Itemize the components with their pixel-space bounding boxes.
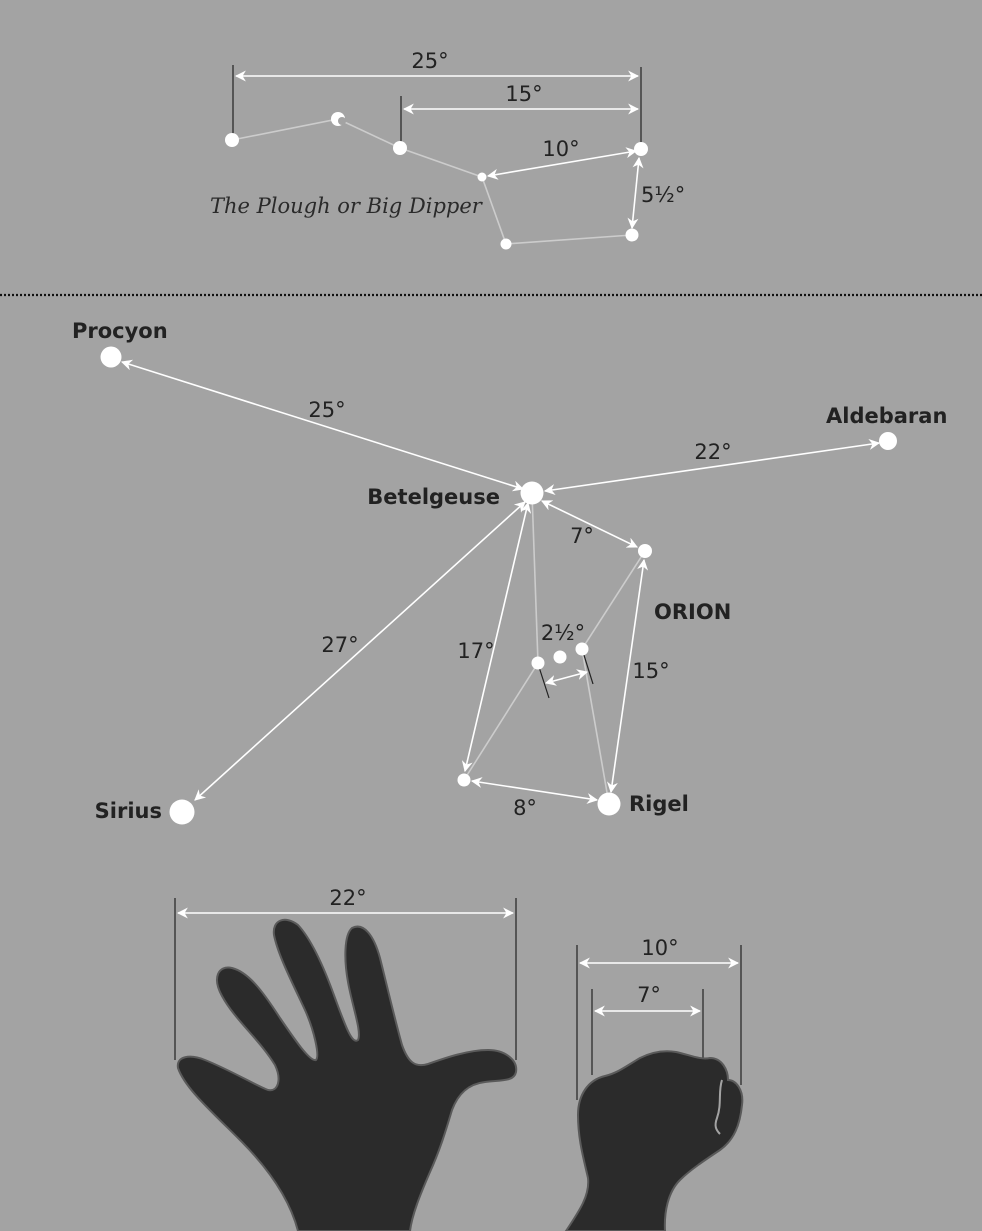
arrow-aldebaran-betelgeuse — [543, 438, 881, 496]
star-belt-middle — [553, 650, 567, 664]
fist-finger-crease — [714, 1079, 723, 1135]
label-sirius-betelgeuse: 27° — [321, 633, 358, 657]
plough-title: The Plough or Big Dipper — [210, 194, 484, 218]
arrow-bellatrix-rigel — [606, 558, 649, 794]
star-name-aldebaran: Aldebaran — [826, 404, 947, 428]
star-name-procyon: Procyon — [72, 319, 168, 343]
plough-star — [625, 228, 639, 242]
label-betelgeuse-saiph: 17° — [457, 639, 494, 663]
plough-star — [477, 172, 487, 182]
constellation-name-orion: ORION — [654, 600, 731, 624]
plough-star — [500, 238, 512, 250]
plough-star — [393, 141, 407, 155]
plough-line — [231, 118, 633, 245]
fist-label-10: 10° — [641, 936, 678, 960]
arrow-procyon-betelgeuse — [120, 359, 525, 492]
star-betelgeuse — [520, 481, 544, 505]
plough-label-25: 25° — [411, 49, 448, 73]
label-saiph-rigel: 8° — [513, 796, 537, 820]
star-belt-left — [531, 656, 545, 670]
hand-label-22: 22° — [329, 886, 366, 910]
belt-tick-right — [582, 651, 594, 685]
arrow-betelgeuse-saiph — [461, 501, 532, 773]
star-aldebaran — [879, 432, 897, 450]
plough-star — [634, 142, 648, 156]
star-procyon — [100, 346, 122, 368]
star-belt-right — [575, 642, 589, 656]
star-rigel — [597, 792, 621, 816]
label-procyon-betelgeuse: 25° — [308, 398, 345, 422]
arrow-belt — [544, 669, 589, 686]
belt-tick-left — [538, 666, 550, 699]
star-sirius — [169, 799, 195, 825]
label-bellatrix-rigel: 15° — [632, 659, 669, 683]
arrow-betelgeuse-bellatrix — [541, 500, 638, 548]
plough-arrow-10 — [486, 147, 638, 180]
plough-star-companion — [338, 117, 346, 125]
fist-silhouette — [564, 1050, 744, 1231]
hands-section: 22° 10° 7° — [174, 886, 744, 1231]
plough-star — [225, 133, 239, 147]
plough-section: 25° 15° 10° 5½° The Plough or Big Dipper — [210, 49, 685, 250]
plough-label-5h: 5½° — [641, 183, 685, 207]
label-aldebaran-betelgeuse: 22° — [694, 440, 731, 464]
orion-line — [463, 492, 539, 781]
orion-section: Procyon Aldebaran Betelgeuse Sirius Rige… — [72, 319, 947, 825]
label-belt: 2½° — [541, 621, 585, 645]
plough-arrow-5h — [627, 156, 644, 230]
fist-label-7: 7° — [637, 983, 661, 1007]
star-name-sirius: Sirius — [95, 799, 162, 823]
plough-label-15: 15° — [505, 82, 542, 106]
spread-hand-silhouette — [176, 918, 518, 1231]
star-name-betelgeuse: Betelgeuse — [367, 485, 500, 509]
star-name-rigel: Rigel — [629, 792, 689, 816]
star-bellatrix — [638, 544, 652, 558]
star-saiph — [457, 773, 471, 787]
label-betelgeuse-bellatrix: 7° — [570, 524, 594, 548]
arrow-saiph-rigel — [470, 777, 599, 804]
plough-label-10: 10° — [542, 137, 579, 161]
